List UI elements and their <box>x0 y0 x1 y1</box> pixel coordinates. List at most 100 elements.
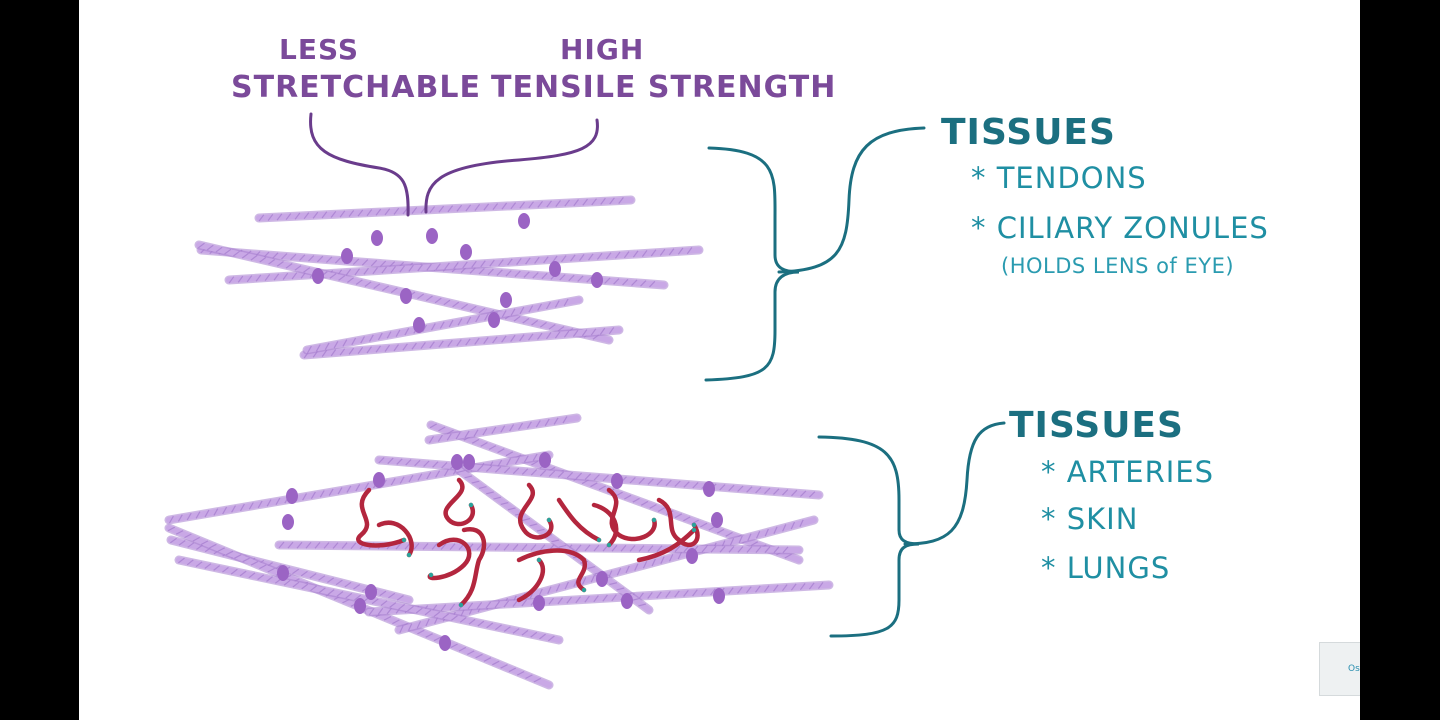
lower-item-arteries: * ARTERIES <box>1041 455 1214 489</box>
elastin-tip <box>691 527 697 533</box>
crosslink-dot <box>371 230 383 246</box>
elastin-tip <box>401 537 407 543</box>
fiber-body <box>176 557 562 643</box>
fiber-diagram: LESS HIGH STRETCHABLE HIGH TENSILE STREN… <box>164 33 1269 690</box>
elastin-fiber <box>458 527 487 608</box>
elastin-fiber <box>356 487 407 548</box>
crosslink-dot <box>286 488 298 504</box>
crosslink-dot <box>500 292 512 308</box>
collagen-fibers-bottom <box>164 413 834 690</box>
crosslink-dot <box>460 244 472 260</box>
collagen-fiber <box>302 295 584 355</box>
elastin-fiber <box>516 548 588 593</box>
elastin-tip <box>651 517 657 523</box>
crosslink-dot <box>611 473 623 489</box>
label-pointer-right <box>424 118 599 214</box>
label-pointer-left <box>309 112 410 217</box>
fiber-twist <box>258 197 624 222</box>
collagen-fibers-top <box>194 195 704 360</box>
crosslink-dot <box>463 454 475 470</box>
elastin-fiber <box>606 487 657 542</box>
osmosis-logo-watermark: Osmosis <box>1319 642 1360 696</box>
collagen-fiber <box>254 195 636 223</box>
crosslink-dot <box>686 548 698 564</box>
crosslink-dot <box>282 514 294 530</box>
lower-brace <box>817 435 920 638</box>
crosslinks <box>277 213 725 651</box>
label-tensile-strength: TENSILE STRENGTH <box>491 70 836 105</box>
crosslink-dot <box>621 593 633 609</box>
crosslink-dot <box>533 595 545 611</box>
elastin-tip <box>468 502 474 508</box>
elastin-tip <box>691 522 697 528</box>
upper-item-tendons: * TENDONS <box>971 161 1147 195</box>
elastin-fiber <box>556 497 602 543</box>
fiber-twist <box>428 416 568 444</box>
fiber-body <box>366 582 832 615</box>
fiber-twist <box>178 557 555 642</box>
elastin-fiber <box>636 527 697 563</box>
crosslink-dot <box>591 272 603 288</box>
collagen-fiber <box>164 450 554 525</box>
crosslink-dot <box>354 598 366 614</box>
elastin-fiber <box>517 482 554 540</box>
elastin-tip <box>546 517 552 523</box>
fiber-twist <box>303 327 615 359</box>
crosslink-dot <box>488 312 500 328</box>
crosslink-dot <box>711 512 723 528</box>
crosslink-dot <box>277 565 289 581</box>
crosslink-dot <box>703 481 715 497</box>
crosslink-dot <box>413 317 425 333</box>
crosslink-dot <box>451 454 463 470</box>
upper-item-ciliary-zonules: * CILIARY ZONULES <box>971 211 1269 245</box>
elastin-tip <box>458 602 464 608</box>
lower-item-lungs: * LUNGS <box>1041 551 1170 585</box>
crosslink-dot <box>713 588 725 604</box>
crosslink-dot <box>400 288 412 304</box>
elastin-tip <box>428 572 434 578</box>
elastin-tip <box>406 552 412 558</box>
collagen-fiber <box>299 325 624 360</box>
elastin-tip <box>536 557 542 563</box>
label-high: HIGH <box>560 33 644 66</box>
crosslink-dot <box>439 635 451 651</box>
elastin-fiber <box>427 537 472 581</box>
collagen-fiber <box>174 555 564 645</box>
upper-brace <box>704 146 800 382</box>
fiber-body <box>226 247 702 283</box>
crosslink-dot <box>426 228 438 244</box>
crosslink-dot <box>596 571 608 587</box>
elastin-fibers <box>356 477 700 608</box>
watermark-text: Osmosis <box>1348 664 1360 674</box>
fiber-body <box>256 197 634 221</box>
upper-tissues-heading: TISSUES <box>941 112 1116 153</box>
crosslink-dot <box>341 248 353 264</box>
upper-item-note: (HOLDS LENS of EYE) <box>1001 254 1234 278</box>
elastin-fiber <box>656 497 700 548</box>
upper-connector <box>777 126 926 274</box>
crosslink-dot <box>518 213 530 229</box>
elastin-fiber <box>376 520 414 558</box>
crosslink-dot <box>365 584 377 600</box>
elastin-tip <box>581 587 587 593</box>
elastin-fiber <box>516 557 546 603</box>
lower-item-skin: * SKIN <box>1041 502 1138 536</box>
fiber-body <box>456 467 652 613</box>
fiber-twist <box>306 298 569 354</box>
elastin-fiber <box>443 477 476 527</box>
diagram-canvas: LESS HIGH STRETCHABLE HIGH TENSILE STREN… <box>79 0 1360 720</box>
fiber-body <box>304 297 582 353</box>
elastin-tip <box>606 542 612 548</box>
crosslink-dot <box>549 261 561 277</box>
elastin-fiber <box>591 502 619 548</box>
crosslink-dot <box>373 472 385 488</box>
elastin-tip <box>596 537 602 543</box>
label-less: LESS <box>279 33 359 66</box>
crosslink-dot <box>312 268 324 284</box>
label-stretchable-text: STRETCHABLE <box>231 70 481 105</box>
lower-tissues-heading: TISSUES <box>1009 405 1184 446</box>
collagen-fiber <box>424 413 582 445</box>
crosslink-dot <box>539 452 551 468</box>
lower-connector <box>903 421 1006 546</box>
collagen-fiber <box>364 580 834 617</box>
